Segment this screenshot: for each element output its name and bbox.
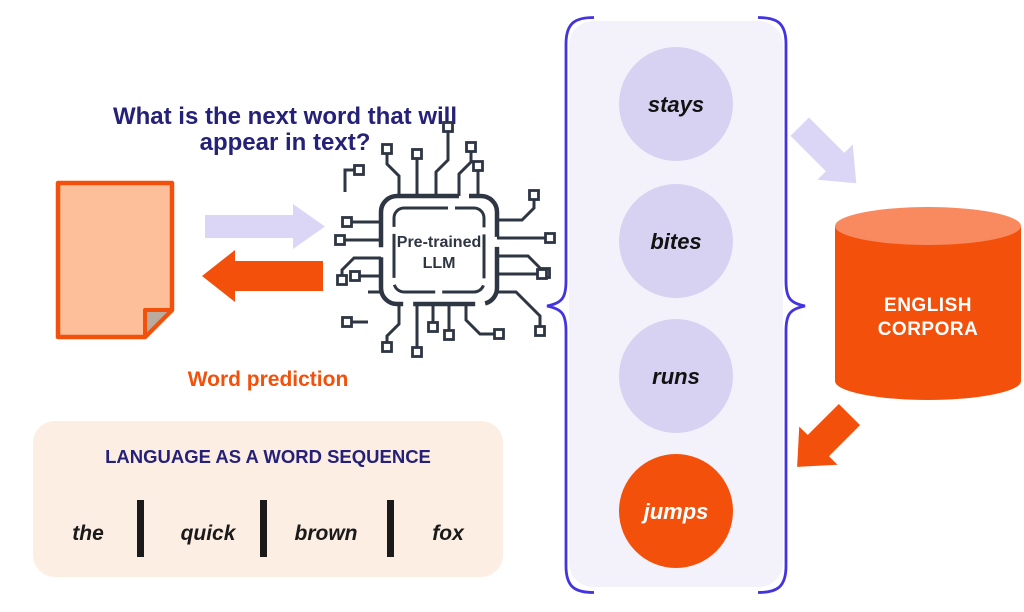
cylinder-bottom — [835, 362, 1021, 400]
language-box-background — [33, 421, 503, 577]
candidate-label-bites: bites — [650, 229, 701, 254]
candidate-circle-jumps — [619, 454, 733, 568]
chip-label-line2: LLM — [423, 255, 456, 272]
chip-inner-frame — [392, 206, 486, 294]
corpus-label-line2: CORPORA — [878, 319, 979, 340]
candidate-label-stays: stays — [648, 92, 704, 117]
language-box-heading: LANGUAGE AS A WORD SEQUENCE — [105, 446, 431, 467]
word-separator-bar — [260, 500, 267, 557]
candidates-panel: stays bites runs jumps — [546, 16, 806, 594]
word-brown: brown — [295, 522, 358, 545]
language-sequence-box: LANGUAGE AS A WORD SEQUENCE the quick br… — [33, 421, 503, 577]
llm-chip-icon: Pre-trained LLM — [334, 121, 556, 358]
document-icon — [55, 180, 175, 340]
left-brace-icon — [546, 16, 595, 594]
corpus-label-line1: ENGLISH — [884, 295, 972, 316]
arrow-to-corpus-icon — [790, 117, 857, 184]
question-title-line1: What is the next word that will — [113, 103, 457, 130]
candidate-circle-runs — [619, 319, 733, 433]
cylinder-body — [835, 226, 1021, 381]
word-separator-bar — [137, 500, 144, 557]
candidate-label-jumps: jumps — [641, 499, 709, 524]
page-fold-corner — [143, 308, 174, 339]
arrow-from-corpus-icon — [797, 403, 861, 467]
chip-circuit-traces — [334, 121, 556, 358]
cylinder-top — [835, 207, 1021, 245]
input-arrow-right-icon — [205, 204, 325, 249]
word-separator-bar — [387, 500, 394, 557]
candidate-circle-stays — [619, 47, 733, 161]
corpus-database-icon: ENGLISH CORPORA — [835, 207, 1021, 400]
word-quick: quick — [181, 522, 237, 545]
word-the: the — [72, 522, 104, 545]
word-fox: fox — [432, 522, 465, 545]
prediction-arrow-left-icon — [202, 250, 323, 302]
question-title-line2: appear in text? — [200, 129, 371, 156]
chip-label-line1: Pre-trained — [397, 234, 481, 251]
word-prediction-label: Word prediction — [188, 368, 349, 391]
candidate-label-runs: runs — [652, 364, 700, 389]
candidate-circle-bites — [619, 184, 733, 298]
right-brace-icon — [757, 16, 806, 594]
candidates-panel-background — [569, 21, 783, 587]
chip-body — [378, 193, 500, 307]
